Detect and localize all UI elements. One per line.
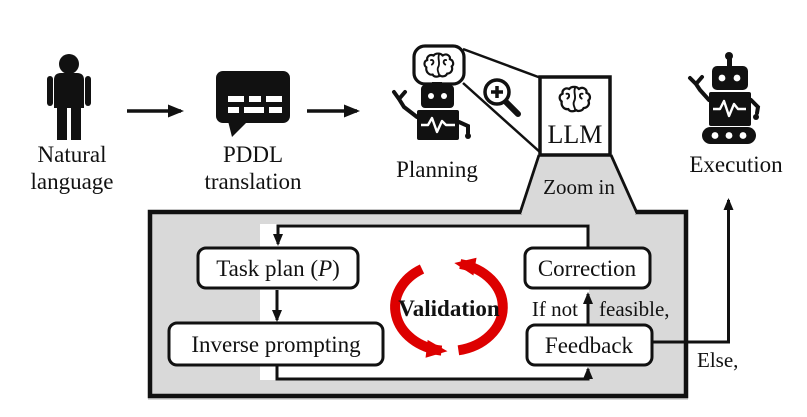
thought-bubble-icon (412, 44, 466, 86)
planning-robot-icon (392, 82, 471, 140)
task-plan-box: Task plan (P) (196, 246, 360, 290)
loop-line-inverse-to-feedback (275, 365, 593, 381)
inverse-prompting-box: Inverse prompting (167, 321, 385, 367)
validation-label: Validation (398, 296, 500, 321)
loop-line-correction-to-taskplan (273, 224, 590, 248)
brain-icon (423, 52, 455, 78)
arrow-feedback-to-execution (652, 198, 734, 344)
loop-panel-border (147, 209, 689, 399)
execution-robot-icon (688, 52, 761, 144)
if-not-label: If not (532, 297, 578, 321)
zoom-in-label: Zoom in (543, 175, 615, 199)
zoom-in-funnel (521, 153, 636, 214)
correction-label: Correction (538, 256, 637, 281)
else-label: Else, (697, 348, 738, 372)
magnifier-plus-icon (483, 78, 521, 117)
natural-language-label-line2: language (30, 169, 113, 194)
llm-box: LLM (538, 75, 612, 157)
feedback-box: Feedback (525, 323, 654, 367)
pddl-label-line1: PDDL (223, 142, 283, 167)
brain-icon (558, 85, 592, 113)
person-icon (47, 54, 91, 140)
zoom-in-funnel-edges (518, 154, 639, 214)
llm-label: LLM (548, 120, 603, 149)
feasible-label: feasible, (599, 297, 670, 321)
validation-cycle-icon: Validation (390, 257, 508, 358)
speech-bubble-icon (216, 71, 290, 137)
correction-box: Correction (523, 246, 652, 290)
inverse-prompting-label: Inverse prompting (191, 332, 361, 357)
task-plan-label: Task plan (P) (216, 256, 340, 281)
zoom-projection-lines (462, 47, 542, 154)
natural-language-label-line1: Natural (38, 142, 107, 167)
pddl-label-line2: translation (204, 169, 302, 194)
execution-label: Execution (689, 152, 783, 177)
planning-label: Planning (396, 157, 478, 182)
feedback-label: Feedback (545, 333, 634, 358)
